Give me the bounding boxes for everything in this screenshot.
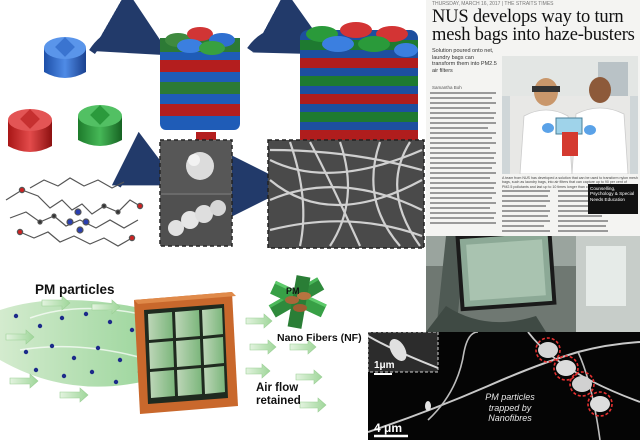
curved-arrow-2 xyxy=(247,0,331,55)
newspaper-photo-caption: A team from NUS has developed a solution… xyxy=(502,176,638,189)
sem-nanofiber-mesh xyxy=(267,139,425,249)
sem-trapped-image xyxy=(368,332,640,440)
newspaper-text-columns xyxy=(430,92,496,224)
green-building-block xyxy=(78,105,122,146)
curved-arrow-1 xyxy=(89,0,171,56)
newspaper-date-line: THURSDAY, MARCH 16, 2017 | THE STRAITS T… xyxy=(432,1,554,7)
curved-arrow-3 xyxy=(111,131,179,188)
assembled-block-cluster xyxy=(160,27,240,144)
newspaper-byline: Samantha Boh xyxy=(432,85,462,90)
pm-particle-dots xyxy=(13,311,145,385)
nano-fibers-label: Nano Fibers (NF) xyxy=(277,332,362,344)
scale-bar-4um-label: 4 μm xyxy=(374,421,403,435)
outgoing-air-arrows xyxy=(245,313,327,413)
air-flow-retained-label: Air flow retained xyxy=(256,382,301,407)
sem-particle-inset xyxy=(159,139,233,247)
incoming-air-arrows xyxy=(5,295,121,403)
pm-label: PM xyxy=(286,286,300,296)
molecular-structure xyxy=(5,177,144,247)
blue-building-block xyxy=(44,37,86,78)
filter-photo xyxy=(426,236,640,332)
nanofiber-bundle-icon xyxy=(268,275,327,329)
newspaper-lab-photo xyxy=(502,56,638,174)
stacked-block-array xyxy=(300,22,418,152)
trapped-particles-caption: PM particles trapped by Nanofibres xyxy=(485,392,535,423)
air-flow-beam xyxy=(0,300,151,387)
mesh-filter-frame xyxy=(134,292,238,414)
newspaper-text-columns-2 xyxy=(502,190,608,232)
newspaper-ad-box: Counselling, Psychology & Special Needs … xyxy=(588,184,638,214)
newspaper-clipping: THURSDAY, MARCH 16, 2017 | THE STRAITS T… xyxy=(426,0,640,236)
newspaper-lead: Solution poured onto net, laundry bags c… xyxy=(432,48,497,74)
red-building-block xyxy=(8,109,52,152)
pm-particles-label: PM particles xyxy=(35,282,115,297)
scale-bar-1um-label: 1μm xyxy=(374,360,395,371)
newspaper-headline: NUS develops way to turn mesh bags into … xyxy=(432,7,635,45)
sem-trapped-particles-panel: 1μm 4 μm xyxy=(368,332,640,440)
